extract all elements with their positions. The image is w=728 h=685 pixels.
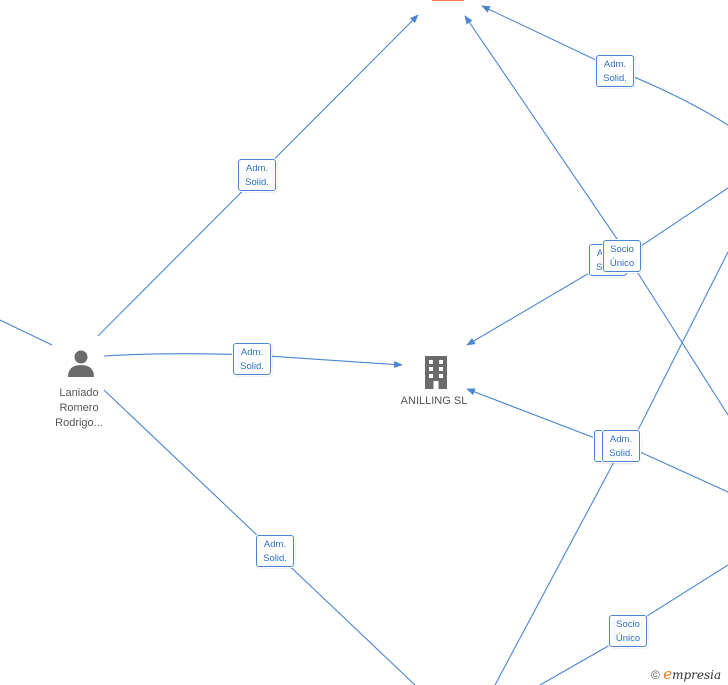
edges [0,5,728,685]
relation-line-1: Socio [616,619,640,630]
relation-line-1: Adm. [609,434,633,445]
relation-line-1: Adm. [263,539,287,550]
brand-logo-initial: e [663,665,673,683]
edge-right-lower-a [632,251,728,441]
relation-line-2: Solid. [245,177,269,188]
relation-line-1: Socio [610,244,634,255]
company-name[interactable]: ANILLING SL [400,395,468,407]
relation-line-2: Único [609,258,635,269]
relation-label-adm-solid[interactable]: Adm. Solid. [233,343,271,375]
copyright-symbol: © [651,668,660,682]
relation-label-adm-solid[interactable]: Adm. Solid. [596,55,634,87]
edge-bottom-right-b [539,644,611,685]
edge-right-mid-to-top-node [464,15,631,259]
relation-label-socio-unico[interactable]: Socio Único [609,615,647,647]
edge-right-to-company-a [466,261,609,346]
relation-label-socio-unico[interactable]: Socio Único [603,240,641,272]
relation-line-1: Adm. [603,59,627,70]
relation-line-2: Único [615,633,641,644]
person-name-line-2: Romero [59,402,99,414]
relation-line-1: Adm. [240,347,264,358]
edge-left-offscreen [0,319,53,346]
relation-line-2: Solid. [263,553,287,564]
person-name-line-1: Laniado [59,387,99,399]
edge-right-lower-b [639,451,728,493]
person-name[interactable]: Laniado Romero Rodrigo... [40,386,118,431]
relation-line-2: Solid. [609,448,633,459]
relation-line-1: Adm. [245,163,269,174]
person-icon[interactable] [66,348,96,378]
relation-label-adm-solid[interactable]: Adm. Solid. [602,430,640,462]
relation-line-2: Solid. [603,73,627,84]
building-icon[interactable] [421,355,451,389]
edge-right-long-diagonal [494,459,616,685]
relation-label-adm-solid[interactable]: Adm. Solid. [238,159,276,191]
relation-label-adm-solid[interactable]: Adm. Solid. [256,535,294,567]
person-name-line-3: Rodrigo... [55,417,103,429]
brand-watermark: © empresia [651,665,721,683]
relation-line-2: Solid. [240,361,264,372]
brand-name: mpresia [672,668,722,682]
edge-right-to-company-b [466,388,614,446]
company-node-highlighted[interactable] [432,0,464,1]
